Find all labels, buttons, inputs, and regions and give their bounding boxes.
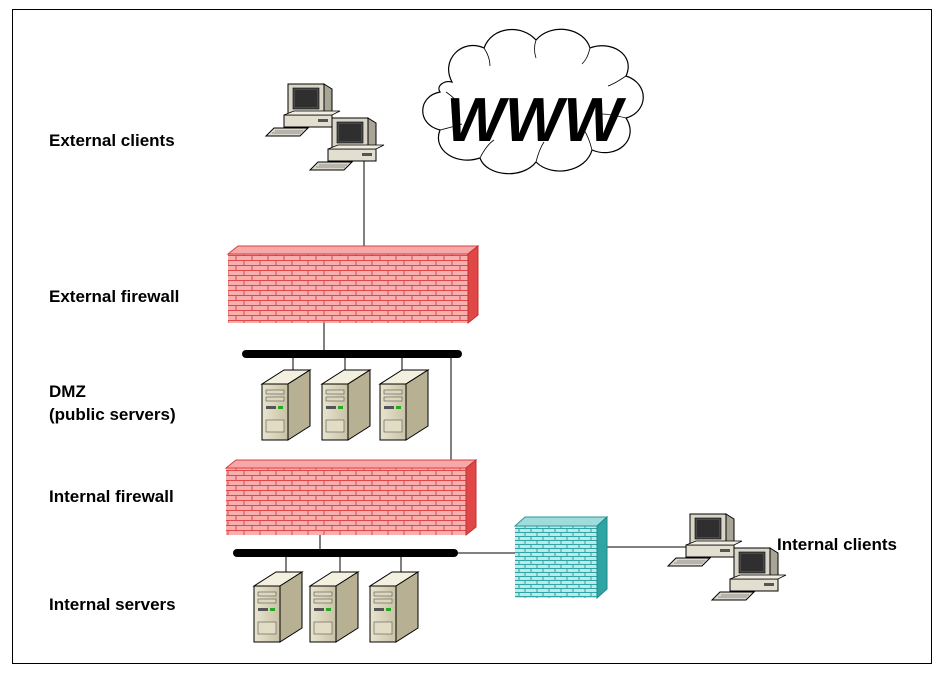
- label-internal-firewall: Internal firewall: [49, 487, 174, 506]
- diagram-border: [12, 9, 932, 664]
- internal-firewall-icon: [224, 458, 478, 537]
- dmz-server-1-icon: [261, 369, 311, 441]
- label-dmz: DMZ: [49, 382, 86, 401]
- external-clients-icon: [266, 84, 384, 170]
- internal-server-2-icon: [309, 571, 359, 643]
- label-external-clients: External clients: [49, 131, 175, 150]
- internal-clients-icon: [668, 514, 786, 600]
- label-internal-clients: Internal clients: [777, 535, 897, 554]
- external-firewall-icon: [226, 244, 480, 325]
- internal-servers: [253, 571, 419, 643]
- cloud-text: WWW: [446, 86, 626, 155]
- dmz-server-3-icon: [379, 369, 429, 441]
- internal-server-3-icon: [369, 571, 419, 643]
- cloud-icon: WWW: [422, 28, 644, 175]
- label-external-firewall: External firewall: [49, 287, 180, 306]
- label-internal-servers: Internal servers: [49, 595, 176, 614]
- side-firewall-icon: [513, 515, 609, 600]
- label-dmz-subtitle: (public servers): [49, 405, 176, 424]
- dmz-servers: [261, 369, 429, 441]
- dmz-server-2-icon: [321, 369, 371, 441]
- internal-server-1-icon: [253, 571, 303, 643]
